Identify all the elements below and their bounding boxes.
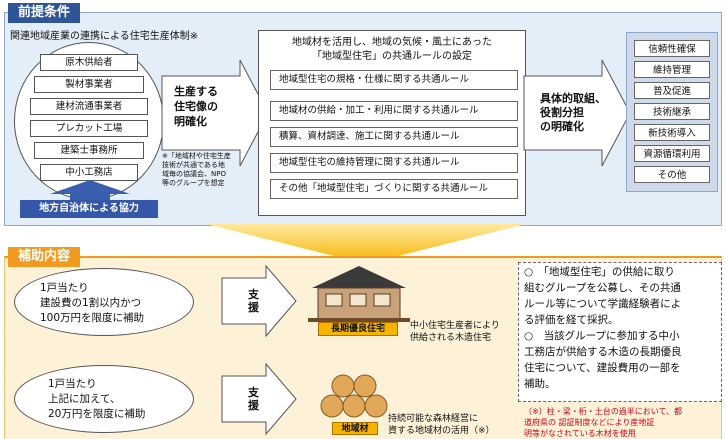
prerequisites-tag: 前提条件 [8, 3, 81, 23]
rule-item: 地域型住宅の維持管理に関する共通ルール [270, 153, 518, 173]
rule-item: 地域型住宅の規格・仕様に関する共通ルール [270, 70, 518, 90]
effect-item: その他 [634, 166, 710, 183]
aid-oval-2 [14, 365, 194, 433]
house-label: 長期優良住宅 [318, 322, 398, 336]
wood-logs-icon [320, 374, 388, 418]
actor-box: 製材事業者 [34, 76, 144, 93]
rule-item: その他「地域型住宅」づくりに関する共通ルール [270, 179, 518, 199]
down-arrow-icon [206, 224, 526, 264]
info-text: ○ 「地域型住宅」の供給に取り 組むグループを公募し、その共通 ルール等について… [524, 266, 682, 390]
roles-label: 具体的取組、 役割分担 の明確化 [540, 92, 606, 133]
wood-footnote: （※）柱・梁・桁・土台の過半において、都 道府県の 認証制度などにより産地証 明… [524, 407, 683, 438]
effect-item: 普及促進 [634, 82, 710, 99]
effect-item: 資源循環利用 [634, 145, 710, 162]
effect-item: 信頼性確保 [634, 40, 710, 57]
footnote: ※「地域材や住宅生産 技術が共通である地 域毎の協議会、NPO 等のグループを想… [162, 152, 231, 187]
cooperation-up-arrow-icon [50, 180, 130, 204]
actor-box: 建築士事務所 [34, 142, 144, 159]
effect-item: 新技術導入 [634, 124, 710, 141]
cooperation-box: 地方自治体による協力 [20, 200, 158, 218]
rule-item: 積算、資材調達、施工に関する共通ルール [270, 127, 518, 147]
support-arrow-icon [221, 362, 297, 436]
aid-text-1: 1戸当たり 建設費の1割以内かつ 100万円を限度に補助 [40, 282, 145, 324]
actor-box: 原木供給者 [40, 54, 138, 71]
effect-item: 維持管理 [634, 61, 710, 78]
support-arrow-icon [221, 264, 297, 338]
assistance-tag: 補助内容 [8, 247, 81, 267]
aid-oval-1 [14, 268, 194, 336]
rules-title: 地域材を活用し、地域の気候・風土にあった 「地域型住宅」の共通ルールの設定 [292, 37, 492, 62]
actor-box: プレカット工場 [30, 120, 148, 137]
flow-arrow-icon [161, 59, 269, 167]
production-system-subtitle: 関連地域産業の連携による住宅生産体制※ [10, 31, 199, 42]
support-label: 支 援 [248, 288, 259, 314]
house-desc: 中小住宅生産者により 供給される木造住宅 [410, 321, 500, 343]
flow-arrow-icon [523, 59, 631, 167]
effect-item: 技術継承 [634, 103, 710, 120]
support-label: 支 援 [248, 386, 259, 412]
aid-text-2: 1戸当たり 上記に加えて、 20万円を限度に補助 [48, 378, 146, 420]
wood-label: 地域材 [332, 422, 378, 435]
info-box [518, 262, 722, 402]
clarify-label: 生産する 住宅像の 明確化 [174, 85, 218, 128]
house-icon [308, 266, 410, 322]
actor-box: 中小工務店 [40, 164, 138, 181]
wood-desc: 持続可能な森林経営に 資する地域材の活用（※） [388, 414, 495, 436]
actor-box: 建材流通事業者 [30, 98, 148, 115]
rule-item: 地域材の供給・加工・利用に関する共通ルール [270, 101, 518, 121]
